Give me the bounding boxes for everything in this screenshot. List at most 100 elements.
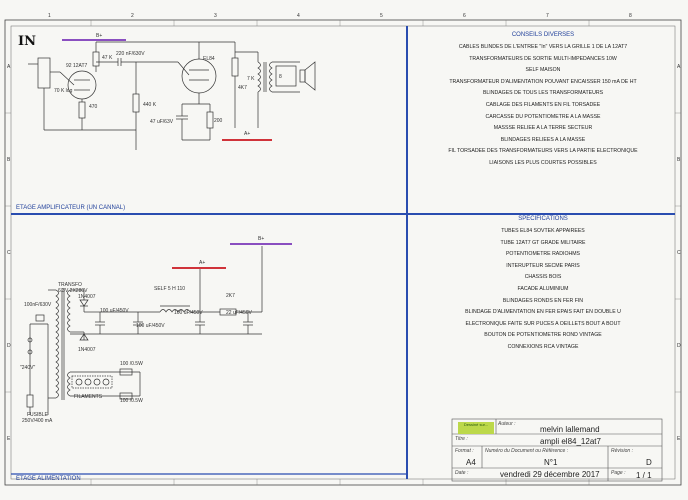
cap-4-label: 22 uF/450V <box>226 310 252 316</box>
resistor-470 <box>78 101 86 119</box>
specs-item: POTENTIOMETRE RADIOHMS <box>505 251 581 258</box>
resistor-47k-label: 47 K <box>102 55 113 61</box>
psu-schematic <box>26 246 263 415</box>
specs-panel: SPECIFICATIONS TUBES EL84 SOVTEK APPAIRE… <box>412 216 674 354</box>
fuse-spec-label: 250V/400 mA <box>22 418 53 424</box>
power-transformer-ht <box>67 289 71 333</box>
row-label: B <box>7 157 11 163</box>
cathode-cap-label: 47 uF/63V <box>150 119 174 125</box>
page-value: 1 / 1 <box>636 471 652 480</box>
author-field-label: Auteur : <box>498 421 516 427</box>
author-value: melvin lallemand <box>540 425 600 434</box>
fuse-label: FUSIBLE <box>27 412 48 418</box>
sheet-inner-border <box>10 25 676 480</box>
conseils-panel: CONSEILS DIVERSES CABLES BLINDES DE L'EN… <box>412 32 674 170</box>
title-block <box>451 418 663 482</box>
col-label: 3 <box>214 13 217 19</box>
col-label: 7 <box>546 13 549 19</box>
format-field-label: Format : <box>455 448 474 454</box>
speaker-cone <box>304 61 316 91</box>
choke-self <box>159 309 191 313</box>
conseils-item: MASSSE RELIEE A LA TERRE SECTEUR <box>493 125 593 132</box>
resistor-4k7 <box>231 57 239 77</box>
conseils-item: BLINDAGES RELIEES A LA MASSE <box>500 136 586 143</box>
resistor-filament-1 <box>119 368 133 376</box>
col-label: 6 <box>463 13 466 19</box>
specs-item: CHASSIS BOIS <box>524 274 562 281</box>
resistor-2k7-label: 2K7 <box>226 293 235 299</box>
diode-1n4007-bottom <box>79 333 89 341</box>
format-value: A4 <box>466 458 476 467</box>
resistor-47k <box>92 51 100 67</box>
page-field-label: Page : <box>611 470 626 476</box>
col-label: 5 <box>380 13 383 19</box>
tube2-label: EL84 <box>203 56 215 62</box>
speaker-impedance-label: 8 <box>279 74 282 80</box>
input-label: IN <box>18 34 36 49</box>
col-label: 1 <box>48 13 51 19</box>
resistor-filament-2 <box>119 392 133 400</box>
psu-section-title: ETAGE ALIMENTATION <box>16 476 81 482</box>
diode-1n4007-top <box>79 299 89 307</box>
amp-aplus-label: A+ <box>244 131 251 137</box>
resistor-200 <box>206 111 214 129</box>
cap-220n-label: 220 nF/630V <box>116 51 145 57</box>
title-value: ampli el84_12at7 <box>540 437 601 446</box>
revision-field-label: Révision : <box>611 448 633 454</box>
resistor-200-label: 200 <box>214 118 223 124</box>
specs-title: SPECIFICATIONS <box>518 216 568 222</box>
cap-1-label: 100 uF/450V <box>100 308 129 314</box>
filaments-label: FILAMENTS <box>74 394 103 400</box>
specs-item: TUBE 12AT7 GT GRADE MILITAIRE <box>500 239 586 246</box>
resistor-440k-label: 440 K <box>143 102 157 108</box>
docnum-value: N°1 <box>544 458 558 467</box>
resistor-7k-label: 7 K <box>247 76 255 82</box>
frame-ticks <box>5 20 681 485</box>
cap-100n-label: 100nF/630V <box>24 302 52 308</box>
conseils-item: LIAISONS LES PLUS COURTES POSSIBLES <box>489 159 597 166</box>
speaker-magnet <box>299 69 306 83</box>
input-pot-body <box>37 57 51 89</box>
col-label: 8 <box>629 13 632 19</box>
conseils-item: FIL TORSADEE DES TRANSFORMATEURS VERS LA… <box>448 148 638 155</box>
fuse <box>26 394 34 408</box>
col-label: 2 <box>131 13 134 19</box>
conseils-item: TRANSFORMATEUR D'ALIMENTATION POUVANT EN… <box>449 78 637 85</box>
software-stamp: Dessiné sur... <box>458 422 494 434</box>
specs-item: BLINDAGE D'ALIMENTATION EN FER EPAIS FAI… <box>465 309 621 316</box>
power-transformer-heater <box>67 371 71 397</box>
mains-switch <box>35 314 45 322</box>
specs-item: BLINDAGES RONDS EN FER FIN <box>502 297 584 304</box>
tube-12at7-envelope <box>67 70 97 100</box>
psu-aplus-label: A+ <box>199 260 206 266</box>
power-transformer-primary <box>55 289 59 399</box>
filament-resistor-1-label: 100 /0.5W <box>120 361 143 367</box>
transfo-spec-label: 6.3V 2X280V <box>58 288 88 294</box>
amp-bplus-label: B+ <box>96 33 103 39</box>
date-field-label: Date : <box>455 470 469 476</box>
specs-item: ELECTRONIQUE FAITE SUR PUCES A OEILLETS … <box>465 320 621 327</box>
row-label: E <box>7 436 11 442</box>
docnum-field-label: Numéro du Document ou Référence : <box>485 448 569 454</box>
choke-label: SELF 5 H 110 <box>154 286 186 292</box>
filament-resistor-2-label: 100 /0.5W <box>120 398 143 404</box>
output-transformer-secondary <box>269 61 273 93</box>
amp-section-title: ETAGE AMPLIFICATEUR (UN CANNAL) <box>16 205 126 211</box>
revision-value: D <box>646 458 652 467</box>
resistor-4k7-label: 4K7 <box>238 85 247 91</box>
tube-el84-envelope <box>181 58 217 94</box>
amp-schematic <box>28 41 316 150</box>
cap-3-label: 100 uF/450V <box>174 310 203 316</box>
conseils-item: TRANSFORMATEURS DE SORTIE MULTI-IMPEDANC… <box>469 55 617 62</box>
diode-bottom-label: 1N4007 <box>78 347 96 353</box>
row-label: A <box>7 64 11 70</box>
mains-label: "240V" <box>20 365 36 371</box>
conseils-item: BLINDAGES DE TOUS LES TRANSFORMATEURS <box>482 90 604 97</box>
row-label: D <box>677 343 681 349</box>
specs-item: TUBES EL84 SOVTEK APPAIREES <box>501 228 585 234</box>
conseils-item: CARCASSE DU POTENTIOMETRE A LA MASSE <box>485 113 601 120</box>
diode-top-label: 1N4007 <box>78 294 96 300</box>
row-label: B <box>677 157 681 163</box>
title-field-label: Titre : <box>455 436 468 442</box>
